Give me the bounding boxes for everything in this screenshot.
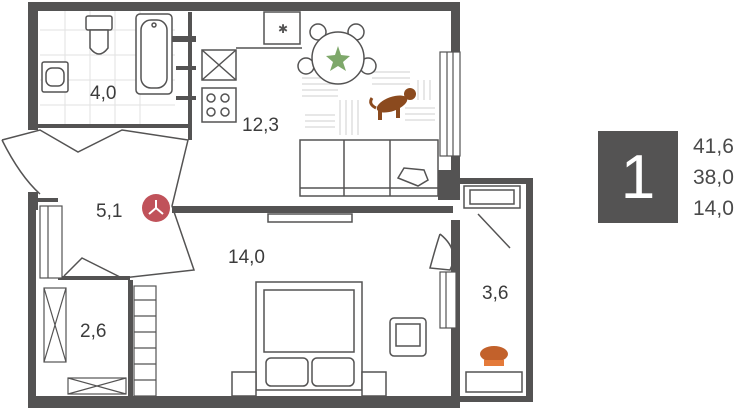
balcony-chair: [480, 346, 508, 366]
toilet-icon: [85, 15, 113, 55]
bathtub-icon: [135, 13, 173, 95]
sink-icon: [41, 61, 69, 93]
compass-icon: [142, 194, 170, 222]
rooms-count-badge: 1: [598, 131, 678, 223]
storage-shelf: [43, 285, 157, 397]
doors: [1, 129, 511, 279]
living-area: 38,0: [693, 166, 734, 189]
dog-icon: [369, 88, 416, 120]
armchair-icon: [389, 317, 427, 357]
room-area-balcony: 3,6: [482, 283, 509, 304]
walls: [28, 2, 533, 408]
bed-icon: [231, 281, 387, 397]
kitchen-rug: [302, 71, 435, 135]
fridge-symbol: ✱: [278, 22, 288, 36]
total-area: 41,6: [693, 135, 734, 158]
plant-icon: [326, 46, 350, 71]
sofa-icon: [299, 139, 439, 197]
room-area-kitchen: 12,3: [242, 115, 279, 136]
windows: [39, 51, 461, 329]
tv-unit: [267, 213, 353, 223]
room-area-bedroom: 14,0: [228, 247, 265, 268]
room-area-storage: 2,6: [80, 321, 107, 342]
balcony-table: [463, 185, 523, 393]
kitchen-counter: [201, 11, 302, 123]
kitchen-area: 14,0: [693, 197, 734, 220]
room-area-hallway: 5,1: [96, 201, 123, 222]
room-area-bathroom: 4,0: [90, 83, 117, 104]
